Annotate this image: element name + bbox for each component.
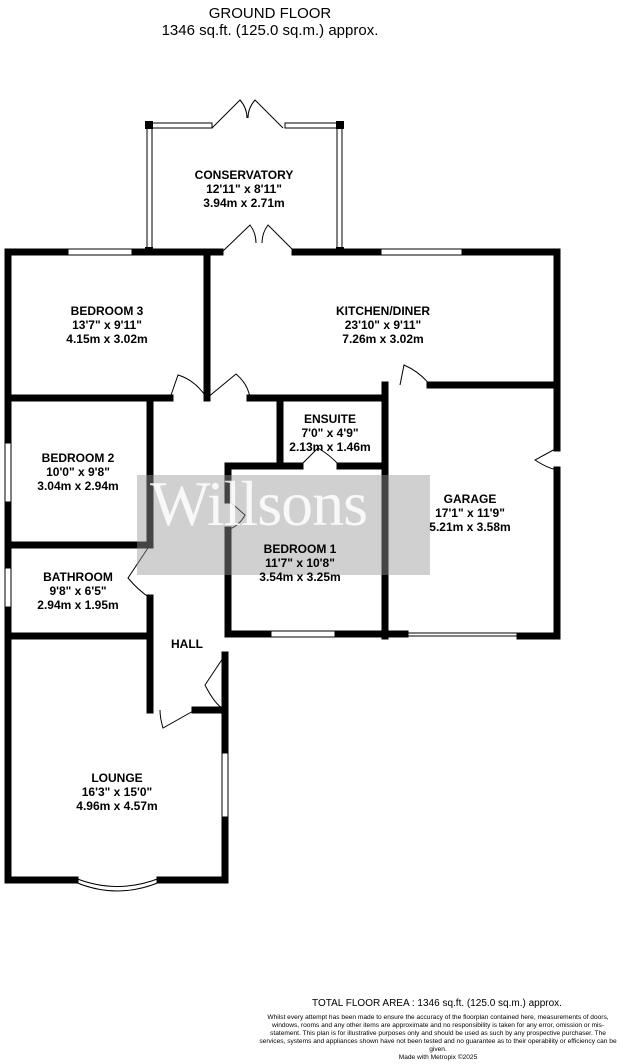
room-imperial: 9'8" x 6'5" [49,584,107,598]
room-name: ENSUITE [303,412,356,426]
room-imperial: 13'7" x 9'11" [72,318,142,332]
room-metric: 2.13m x 1.46m [289,440,371,454]
doors [127,99,558,729]
room-bathroom: BATHROOM 9'8" x 6'5" 2.94m x 1.95m [37,570,118,612]
room-name: BATHROOM [43,570,113,584]
room-name: LOUNGE [91,771,143,785]
room-ensuite: ENSUITE 7'0" x 4'9" 2.13m x 1.46m [289,412,370,454]
room-name: BEDROOM 3 [70,304,144,318]
room-garage: GARAGE 17'1" x 11'9" 5.21m x 3.58m [429,492,510,534]
room-metric: 3.54m x 3.25m [259,570,341,584]
room-metric: 4.96m x 4.57m [76,799,158,813]
room-imperial: 16'3" x 15'0" [81,785,153,799]
room-imperial: 23'10" x 9'11" [344,318,422,332]
room-imperial: 7'0" x 4'9" [301,426,359,440]
credit-text: Made with Metropix ©2025 [398,1054,478,1061]
watermark-brand: Willsons [150,474,367,534]
floor-title: GROUND FLOOR [208,5,332,22]
disclaimer-text: Whilst every attempt has been made to en… [259,1014,617,1053]
room-kitchen-diner: KITCHEN/DINER 23'10" x 9'11" 7.26m x 3.0… [336,304,430,346]
room-name: HALL [171,637,203,651]
watermark-logo [137,475,430,575]
floor-plan [4,99,561,892]
disclaimer: Whilst every attempt has been made to en… [258,1014,618,1062]
room-name: BEDROOM 1 [263,542,337,556]
room-metric: 5.21m x 3.58m [429,520,511,534]
room-name: GARAGE [443,492,497,506]
room-name: CONSERVATORY [194,168,294,182]
posts [145,121,344,255]
room-bedroom-2: BEDROOM 2 10'0" x 9'8" 3.04m x 2.94m [37,451,118,493]
room-metric: 2.94m x 1.95m [37,598,119,612]
room-hall: HALL [171,637,203,651]
room-imperial: 10'0" x 9'8" [46,465,110,479]
room-imperial: 11'7" x 10'8" [265,556,335,570]
room-metric: 4.15m x 3.02m [66,332,148,346]
room-imperial: 12'11" x 8'11" [206,182,282,196]
room-conservatory: CONSERVATORY 12'11" x 8'11" 3.94m x 2.71… [195,168,294,210]
room-bedroom-1: BEDROOM 1 11'7" x 10'8" 3.54m x 3.25m [259,542,340,584]
room-metric: 3.94m x 2.71m [203,196,285,210]
room-metric: 3.04m x 2.94m [37,479,119,493]
walls [4,248,561,884]
room-imperial: 17'1" x 11'9" [435,506,505,520]
room-metric: 7.26m x 3.02m [342,332,424,346]
room-name: BEDROOM 2 [41,451,115,465]
floor-area: 1346 sq.ft. (125.0 sq.m.) approx. [161,22,379,39]
room-lounge: LOUNGE 16'3" x 15'0" 4.96m x 4.57m [76,771,157,813]
room-bedroom-3: BEDROOM 3 13'7" x 9'11" 4.15m x 3.02m [66,304,147,346]
total-floor-area: TOTAL FLOOR AREA : 1346 sq.ft. (125.0 sq… [312,998,562,1009]
room-name: KITCHEN/DINER [335,304,431,318]
